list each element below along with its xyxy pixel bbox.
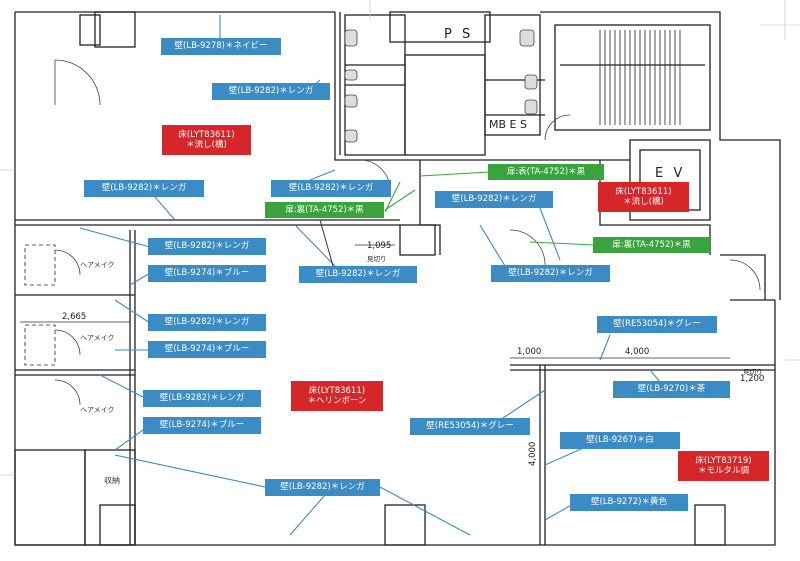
dimension-1095: 1,095 — [367, 241, 392, 251]
floor-finish: ＊モルタル調 — [697, 466, 749, 476]
dimension-1200: 1,200 — [740, 374, 765, 384]
dimension-mikiri: 見切り — [367, 255, 387, 263]
wall-label-renga: 壁(LB-9282)＊レンガ — [299, 266, 417, 283]
floor-label-sink: 床(LYT83611) ＊流し(構) — [598, 182, 689, 212]
floor-label-mortar: 床(LYT83719) ＊モルタル調 — [678, 451, 769, 481]
floor-code: 床(LYT83719) — [695, 455, 752, 466]
wall-label-brown: 壁(LB-9270)＊茶 — [613, 381, 730, 398]
wall-label-renga: 壁(LB-9282)＊レンガ — [148, 238, 266, 255]
wall-label-blue: 壁(LB-9274)＊ブルー — [143, 417, 261, 434]
wall-label-blue: 壁(LB-9274)＊ブルー — [148, 341, 266, 358]
wall-label-yellow: 壁(LB-9272)＊黄色 — [570, 494, 688, 511]
wall-label-renga: 壁(LB-9282)＊レンガ — [84, 180, 204, 197]
floor-label-herringbone: 床(LYT83611) ＊ヘリンボーン — [291, 381, 383, 411]
wall-label-renga: 壁(LB-9282)＊レンガ — [271, 180, 391, 197]
floor-code: 床(LYT83611) — [308, 385, 366, 396]
room-hair-make-2: ヘアメイク — [80, 334, 115, 342]
wall-label-gray: 壁(RE53054)＊グレー — [597, 316, 717, 333]
wall-label-renga: 壁(LB-9282)＊レンガ — [143, 390, 261, 407]
wall-label-renga: 壁(LB-9282)＊レンガ — [265, 479, 380, 496]
floor-label-sink: 床(LYT83611) ＊流し(構) — [162, 125, 251, 155]
wall-label-navy: 壁(LB-9278)＊ネイビー — [161, 38, 281, 55]
wall-label-renga: 壁(LB-9282)＊レンガ — [148, 314, 266, 331]
door-label-back: 扉:裏(TA-4752)＊黒 — [265, 202, 384, 218]
wall-label-blue: 壁(LB-9274)＊ブルー — [148, 265, 266, 282]
wall-label-white: 壁(LB-9267)＊白 — [560, 432, 680, 449]
room-mb-es: MB E S — [489, 118, 527, 131]
floor-finish: ＊流し(構) — [186, 140, 227, 150]
dimension-2665: 2,665 — [62, 312, 87, 322]
floor-code: 床(LYT83611) — [178, 129, 235, 140]
wall-label-renga: 壁(LB-9282)＊レンガ — [435, 191, 553, 208]
room-hair-make-1: ヘアメイク — [80, 261, 115, 269]
floor-finish: ＊ヘリンボーン — [307, 396, 367, 406]
dimension-1000: 1,000 — [517, 347, 542, 357]
room-ps: P S — [444, 27, 474, 42]
dimension-4000-h: 4,000 — [625, 347, 650, 357]
wall-label-renga: 壁(LB-9282)＊レンガ — [212, 83, 330, 100]
dimension-4000-v: 4,000 — [528, 441, 538, 466]
dimension-mikiri: 見切り — [743, 368, 763, 376]
floor-finish: ＊流し(構) — [623, 197, 664, 207]
room-hair-make-3: ヘアメイク — [80, 406, 115, 414]
room-ev: E V — [655, 166, 686, 181]
wall-label-gray: 壁(RE53054)＊グレー — [410, 418, 530, 435]
door-label-front: 扉:表(TA-4752)＊黒 — [488, 164, 604, 180]
room-storage: 収納 — [104, 476, 120, 485]
door-label-back: 扉:裏(TA-4752)＊黒 — [593, 237, 710, 253]
floor-code: 床(LYT83611) — [615, 186, 672, 197]
wall-label-renga: 壁(LB-9282)＊レンガ — [491, 265, 610, 282]
